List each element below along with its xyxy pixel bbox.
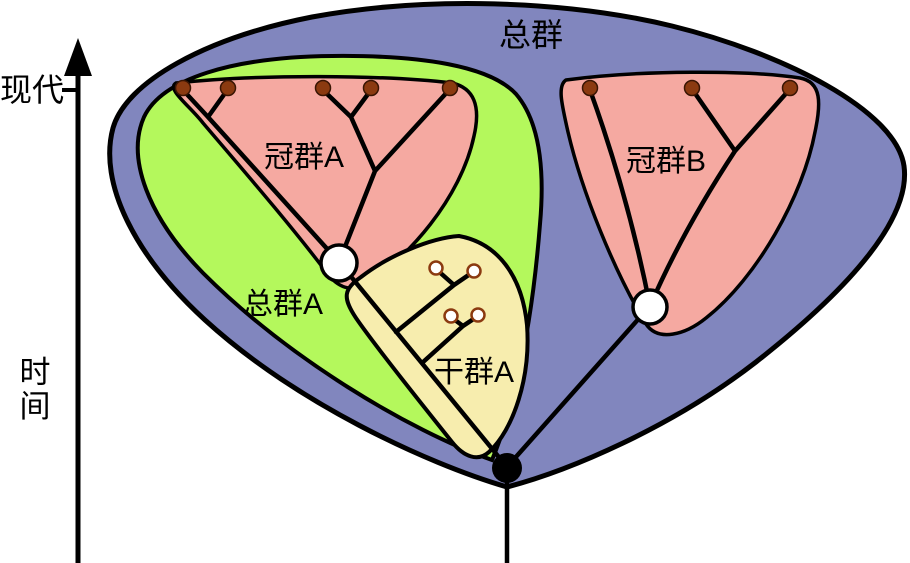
crown-a-tree [180,86,453,265]
time-axis-label-char1: 时 [20,355,51,390]
stem-group-a-label: 干群A [434,356,514,389]
crown-group-b-region [559,70,821,337]
extinct-tip-dot [466,263,482,279]
extant-tip-dot [314,79,332,97]
modern-axis-label: 现代 [0,72,64,108]
stem-lineage-b [504,303,653,470]
time-axis [62,62,81,563]
root-node [492,453,522,483]
extant-tip-dot [683,79,701,97]
extant-tip-dot [781,79,799,97]
crown-group-b-label: 冠群B [626,145,706,178]
extinct-tip-dot [470,307,486,323]
extinct-tip-dots [428,260,486,324]
extant-tip-dot [174,79,192,97]
extant-tip-dot [362,79,380,97]
total-group-label: 总群 [499,17,563,53]
extant-tip-dots [174,79,799,97]
total-group-a-label: 总群A [243,288,323,321]
time-axis-label-char2: 间 [20,389,51,424]
extant-tip-dot [219,79,237,97]
extant-tip-dot [581,79,599,97]
time-axis-arrowhead [64,38,92,76]
extinct-tip-dot [443,308,459,324]
extant-tip-dot [441,79,459,97]
crown-b-ancestor-node [631,288,669,326]
extinct-tip-dot [428,260,444,276]
crown-a-ancestor-node [319,243,359,283]
crown-b-tree [587,86,793,309]
crown-group-a-label: 冠群A [264,141,344,174]
